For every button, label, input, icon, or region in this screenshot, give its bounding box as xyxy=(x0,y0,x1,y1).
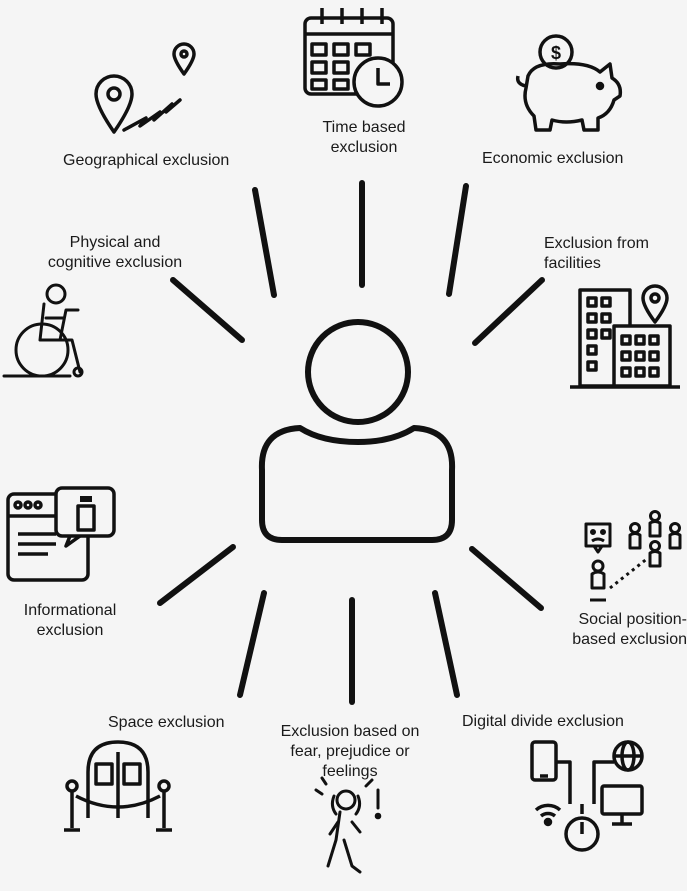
digital-devices-icon xyxy=(530,740,644,852)
spoke-space xyxy=(237,590,267,698)
anxious-person-icon xyxy=(314,776,382,874)
social-hierarchy-icon xyxy=(584,510,682,602)
wheelchair-icon xyxy=(2,283,84,378)
label-social: Social position- based exclusion xyxy=(572,611,687,648)
label-geographical: Geographical exclusion xyxy=(63,152,230,169)
map-route-icon xyxy=(94,42,196,134)
spoke-geographical xyxy=(252,187,277,298)
label-informational: Informational exclusion xyxy=(23,602,117,639)
spoke-economic xyxy=(446,183,469,297)
piggy-bank-icon: $ xyxy=(515,34,623,132)
spoke-physical xyxy=(170,277,245,343)
svg-text:$: $ xyxy=(551,43,561,63)
buildings-location-icon xyxy=(570,284,680,389)
spoke-digital xyxy=(432,590,460,698)
person-icon xyxy=(258,319,456,543)
info-window-icon xyxy=(6,486,116,582)
label-time: Time based exclusion xyxy=(322,119,406,156)
label-fear: Exclusion based on fear, prejudice or fe… xyxy=(280,723,420,780)
label-facilities: Exclusion from facilities xyxy=(544,235,649,272)
label-space: Space exclusion xyxy=(108,714,225,731)
calendar-clock-icon xyxy=(303,8,404,108)
spoke-informational xyxy=(157,544,236,606)
label-physical: Physical and cognitive exclusion xyxy=(47,234,183,271)
spoke-facilities xyxy=(472,277,545,346)
label-digital: Digital divide exclusion xyxy=(462,713,624,730)
rope-barrier-door-icon xyxy=(64,740,172,832)
spoke-social xyxy=(469,546,544,611)
label-economic: Economic exclusion xyxy=(482,150,624,167)
connector-lines xyxy=(157,180,545,705)
